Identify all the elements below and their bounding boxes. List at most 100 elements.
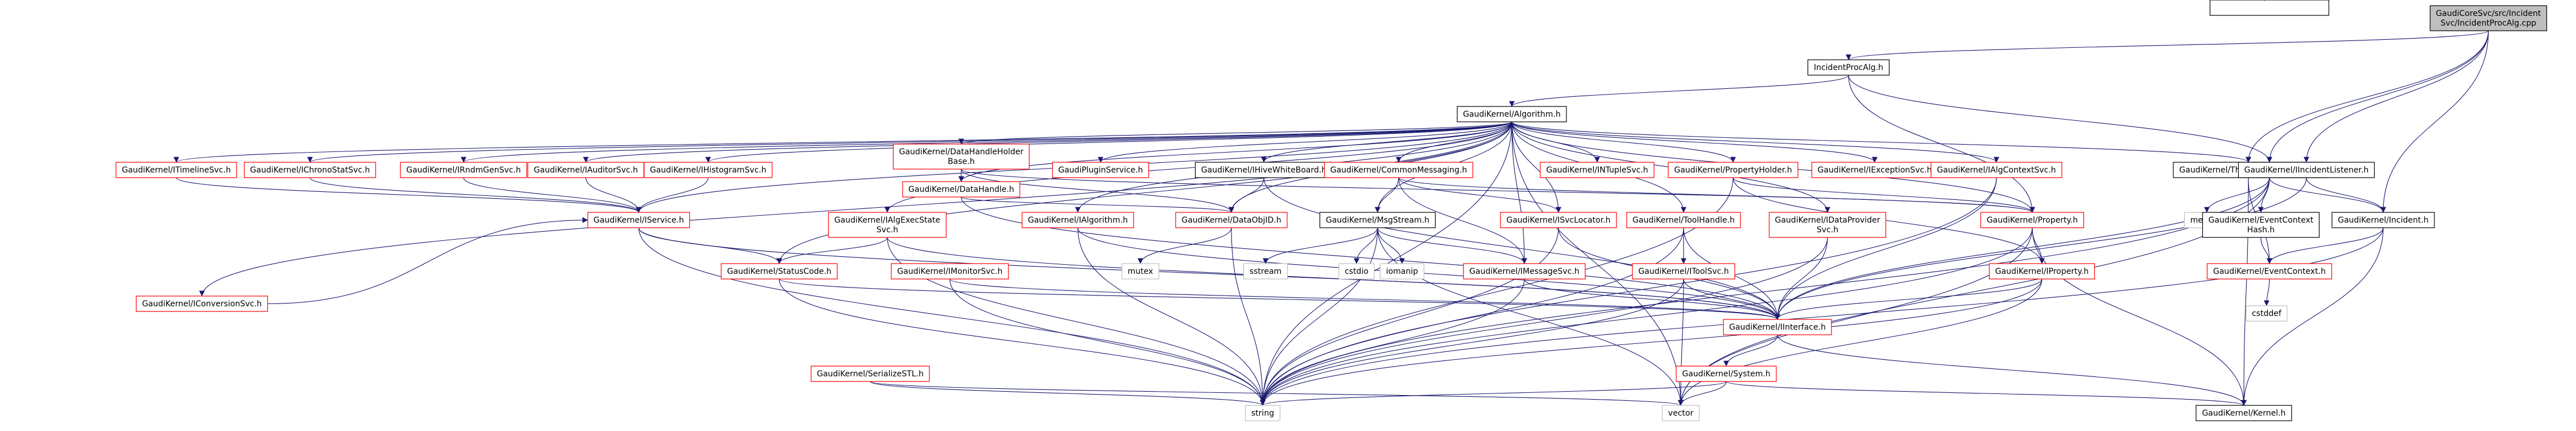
node-algo[interactable]: GaudiKernel/Algorithm.h bbox=[1457, 106, 1567, 122]
node-doid[interactable]: GaudiKernel/DataObjID.h bbox=[1175, 212, 1288, 228]
node-box bbox=[891, 263, 1009, 280]
node-stat[interactable]: GaudiKernel/StatusCode.h bbox=[721, 263, 838, 280]
edge-stat-iface bbox=[779, 278, 1780, 320]
node-psvc[interactable]: GaudiPluginService.h bbox=[1052, 162, 1150, 178]
edge-line bbox=[1511, 121, 1878, 163]
node-msgs[interactable]: GaudiKernel/MsgStream.h bbox=[1319, 212, 1436, 228]
node-label: iomanip bbox=[1386, 267, 1418, 276]
node-ser[interactable]: GaudiKernel/SerializeSTL.h bbox=[811, 366, 930, 382]
node-cmsg[interactable]: GaudiKernel/CommonMessaging.h bbox=[1324, 162, 1474, 178]
node-imsg[interactable]: GaudiKernel/IMessageSvc.h bbox=[1463, 263, 1586, 280]
edge-line bbox=[1723, 334, 1778, 367]
edge-line bbox=[1683, 278, 1780, 320]
edge-iface-sys bbox=[1723, 334, 1778, 367]
node-label: GaudiKernel/IToolSvc.h bbox=[1638, 267, 1729, 276]
edge-line bbox=[1678, 278, 2042, 406]
edge-ech-ec bbox=[2260, 237, 2272, 264]
node-rnd[interactable]: GaudiKernel/IRndmGenSvc.h bbox=[400, 162, 527, 178]
node-hiv[interactable]: GaudiKernel/IHiveWhiteBoard.h bbox=[1194, 162, 1333, 178]
node-kernel[interactable]: GaudiKernel/Kernel.h bbox=[2195, 405, 2292, 421]
node-label: GaudiKernel/EventContext bbox=[2209, 216, 2314, 225]
node-dh[interactable]: GaudiKernel/DataHandle.h bbox=[902, 181, 1020, 198]
node-th[interactable]: GaudiKernel/ToolHandle.h bbox=[1626, 212, 1741, 228]
edge-algo-aud bbox=[583, 121, 1512, 163]
node-label: Svc/IncidentProcAlg.cpp bbox=[2441, 19, 2536, 28]
node-cstddef: cstddef bbox=[2246, 305, 2288, 322]
edge-line bbox=[887, 237, 1780, 320]
edge-aes-stat bbox=[776, 237, 888, 264]
node-box bbox=[811, 366, 930, 382]
node-iface[interactable]: GaudiKernel/IInterface.h bbox=[1723, 319, 1832, 335]
node-box bbox=[1243, 263, 1288, 280]
node-ntup[interactable]: GaudiKernel/INTupleSvc.h bbox=[1540, 162, 1655, 178]
node-mon[interactable]: GaudiKernel/IMonitorSvc.h bbox=[891, 263, 1009, 280]
edge-line bbox=[2264, 278, 2270, 306]
edge-dh-doid bbox=[961, 196, 1234, 213]
edge-ph-prop bbox=[1733, 177, 2035, 213]
node-label: GaudiKernel/IDataProvider bbox=[1775, 216, 1880, 225]
edge-cmsg-svcloc bbox=[1398, 177, 1561, 213]
edge-line bbox=[1138, 227, 1232, 264]
node-box bbox=[1379, 263, 1425, 280]
edge-algo-imsg bbox=[1511, 121, 1527, 264]
edge-line bbox=[2380, 30, 2489, 213]
node-iprop[interactable]: GaudiKernel/IProperty.h bbox=[1988, 263, 2095, 280]
node-ipa[interactable]: IncidentProcAlg.h bbox=[1807, 59, 1890, 76]
node-ialg[interactable]: GaudiKernel/IAlgorithm.h bbox=[1022, 212, 1134, 228]
node-itsvc[interactable]: GaudiKernel/IToolSvc.h bbox=[1632, 263, 1735, 280]
edge-line bbox=[1846, 30, 2489, 60]
node-inc[interactable]: GaudiKernel/Incident.h bbox=[2331, 212, 2435, 228]
edge-iil-inc bbox=[2306, 177, 2386, 213]
node-conv[interactable]: GaudiKernel/IConversionSvc.h bbox=[135, 295, 268, 312]
node-box bbox=[1500, 212, 1617, 228]
node-prop[interactable]: GaudiKernel/Property.h bbox=[1980, 212, 2085, 228]
edge-line bbox=[2269, 177, 2386, 213]
node-tsvc[interactable]: GaudiKernel/ITimelineSvc.h bbox=[115, 162, 237, 178]
edge-sys-string bbox=[1260, 381, 1727, 406]
node-label: GaudiKernel/IProperty.h bbox=[1995, 267, 2089, 276]
node-hist[interactable]: GaudiKernel/IHistogramSvc.h bbox=[643, 162, 773, 178]
edge-line bbox=[1848, 75, 2272, 163]
node-sys[interactable]: GaudiKernel/System.h bbox=[1676, 366, 1777, 382]
edge-line bbox=[1098, 121, 1512, 163]
node-ec[interactable]: GaudiKernel/EventContext.h bbox=[2206, 263, 2333, 280]
node-box bbox=[1811, 162, 1938, 178]
node-root[interactable]: GaudiCoreSvc/src/IncidentSvc/IncidentPro… bbox=[2429, 5, 2548, 31]
node-actx[interactable]: GaudiKernel/IAlgContextSvc.h bbox=[1930, 162, 2062, 178]
node-box bbox=[1319, 212, 1436, 228]
edge-line bbox=[705, 121, 1512, 163]
node-box bbox=[1807, 59, 1890, 76]
edge-line bbox=[1396, 121, 1512, 163]
node-isvc[interactable]: GaudiKernel/IService.h bbox=[587, 212, 690, 228]
node-box bbox=[115, 162, 237, 178]
edge-algo-stat bbox=[776, 121, 1512, 264]
node-label: GaudiKernel/IAlgorithm.h bbox=[1028, 216, 1128, 225]
edge-line bbox=[461, 121, 1512, 163]
edge-line bbox=[199, 121, 1512, 297]
node-incsvc[interactable]: GaudiKernel/IIncidentSvc.h bbox=[2209, 0, 2330, 16]
node-label: mutex bbox=[1128, 267, 1153, 276]
edge-insv-iface bbox=[1775, 177, 2270, 320]
edge-root-iil bbox=[2304, 30, 2489, 163]
node-ph[interactable]: GaudiKernel/PropertyHolder.h bbox=[1668, 162, 1798, 178]
node-iil[interactable]: GaudiKernel/IIncidentListener.h bbox=[2238, 162, 2375, 178]
edge-algo-tsvc bbox=[173, 121, 1512, 163]
node-exc[interactable]: GaudiKernel/IExceptionSvc.h bbox=[1811, 162, 1938, 178]
edge-line bbox=[1260, 227, 2384, 406]
node-label: GaudiKernel/IExceptionSvc.h bbox=[1818, 166, 1932, 175]
edge-ipa-algo bbox=[1509, 75, 1849, 107]
edge-algo-tlc bbox=[1511, 121, 2251, 163]
node-svcloc[interactable]: GaudiKernel/ISvcLocator.h bbox=[1500, 212, 1617, 228]
node-cssvc[interactable]: GaudiKernel/IChronoStatSvc.h bbox=[243, 162, 377, 178]
node-aud[interactable]: GaudiKernel/IAuditorSvc.h bbox=[527, 162, 644, 178]
node-layer: GaudiCoreSvc/src/IncidentSvc/IncidentPro… bbox=[115, 0, 2548, 421]
node-label: GaudiKernel/DataHandle.h bbox=[908, 185, 1014, 194]
edge-actx-iface bbox=[1775, 177, 1997, 320]
edge-line bbox=[1260, 237, 1828, 406]
edge-line bbox=[1511, 121, 1561, 213]
node-label: GaudiKernel/IHistogramSvc.h bbox=[650, 166, 767, 175]
